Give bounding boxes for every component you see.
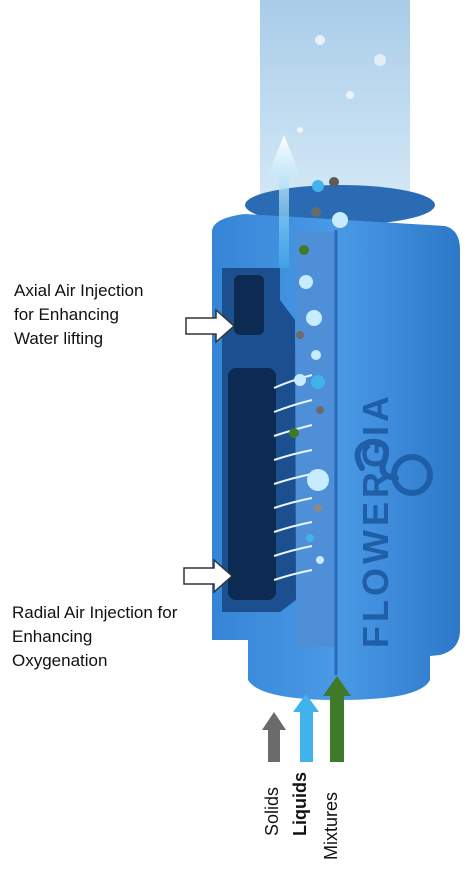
solids-label: Solids [262,786,282,836]
callout-line: Enhancing [12,627,93,646]
callout-line: Oxygenation [12,651,108,670]
liquids-label: Liquids [290,772,310,836]
air-bubble [306,534,314,542]
air-bubble [316,556,324,564]
liquids-inlet-arrow [293,694,319,762]
riser-channel [296,232,336,647]
mixture-particle [289,428,299,438]
air-bubble [312,180,324,192]
solid-particle [329,177,339,187]
water-bubble [346,91,354,99]
water-bubble [297,127,303,133]
radial-jet [273,449,313,461]
radial-jet [273,545,313,557]
mixture-particle [299,245,309,255]
pipe-top-rim [245,185,435,225]
axial-injection-callout: Axial Air Injection for Enhancing Water … [14,279,143,351]
callout-line: Axial Air Injection [14,281,144,300]
outflow-arrow [268,135,300,268]
axial-air-arrow [185,308,236,344]
solid-particle [316,406,324,414]
air-bubble [311,375,325,389]
radial-jet [273,374,313,389]
radial-jet [273,569,313,581]
air-bubble [332,212,348,228]
water-bubble [315,35,325,45]
solid-particle [314,504,322,512]
callout-line: Water lifting [14,329,104,348]
radial-jet [273,497,313,509]
brand-wordmark: FLOWERGIA [355,392,396,648]
air-bubble [311,350,321,360]
air-chamber-lower [228,368,276,600]
air-bubble [294,374,306,386]
solid-particle [296,331,304,339]
radial-jet [273,521,313,533]
radial-air-arrow [183,558,234,594]
callout-line: for Enhancing [14,305,119,324]
mixtures-inlet-arrow [323,676,351,762]
solid-particle [311,207,321,217]
water-bubble [374,54,386,66]
solids-inlet-arrow [262,712,286,762]
air-chamber-upper [234,275,264,335]
air-bubble [307,469,329,491]
brand-swirl-icon [354,438,433,496]
air-bubble [299,275,313,289]
mixtures-label: Mixtures [321,791,341,860]
callout-line: Radial Air Injection for [12,603,178,622]
radial-jet [273,399,313,413]
radial-injection-callout: Radial Air Injection for Enhancing Oxyge… [12,601,177,673]
air-bubble [306,310,322,326]
